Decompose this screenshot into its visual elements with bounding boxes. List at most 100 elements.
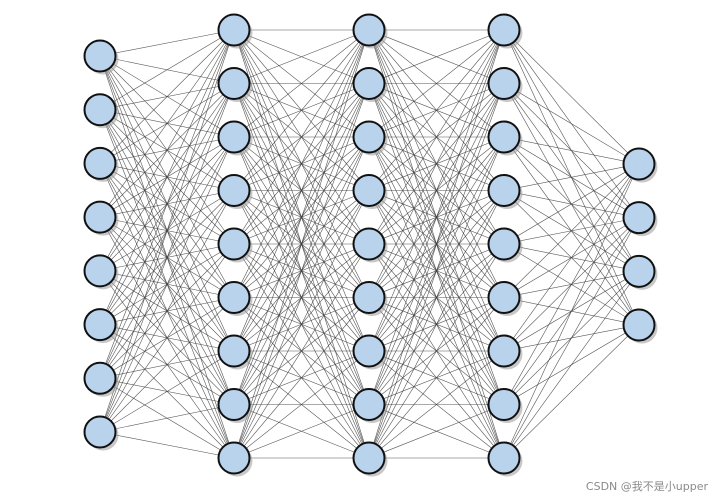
edge-l2-n5-to-l3-n1	[233, 29, 370, 245]
edge-l4-n1-to-l5-n1	[503, 29, 640, 165]
edge-l3-n9-to-l4-n8	[368, 404, 505, 459]
neuron-hidden-1-1	[217, 13, 251, 47]
neuron-input-1	[83, 39, 117, 73]
edge-l4-n9-to-l5-n2	[503, 217, 640, 459]
neuron-hidden-1-5	[217, 227, 251, 261]
edge-l3-n3-to-l4-n1	[368, 29, 505, 138]
neuron-hidden-2-5	[352, 227, 386, 261]
neuron-hidden-2-1	[352, 13, 386, 47]
neuron-hidden-3-9	[487, 441, 521, 475]
edge-l2-n9-to-l3-n7	[233, 350, 370, 459]
neuron-hidden-1-9	[217, 441, 251, 475]
neuron-hidden-3-6	[487, 281, 521, 314]
edge-l1-n8-to-l2-n4	[99, 190, 235, 433]
edge-l2-n9-to-l3-n6	[233, 297, 370, 459]
edge-l1-n8-to-l2-n6	[99, 297, 235, 433]
neuron-input-7	[83, 361, 117, 395]
neuron-hidden-2-6	[352, 281, 386, 314]
edge-l2-n9-to-l3-n4	[233, 190, 370, 459]
edge-l1-n6-to-l2-n1	[99, 29, 235, 325]
edge-l3-n7-to-l4-n1	[368, 29, 505, 352]
neuron-input-5	[83, 254, 117, 288]
edge-l3-n9-to-l4-n4	[368, 190, 505, 459]
edge-l2-n9-to-l3-n8	[233, 404, 370, 459]
neuron-hidden-1-3	[217, 120, 251, 154]
edge-l3-n4-to-l4-n1	[368, 29, 505, 191]
edge-l2-n9-to-l3-n2	[233, 83, 370, 459]
neuron-hidden-1-2	[217, 67, 251, 100]
edge-l4-n8-to-l5-n1	[503, 163, 640, 405]
edge-l2-n9-to-l3-n3	[233, 136, 370, 459]
neuron-output-3	[622, 254, 656, 288]
neuron-hidden-1-7	[217, 334, 251, 368]
edge-l4-n5-to-l5-n1	[503, 163, 640, 245]
edge-l3-n9-to-l4-n3	[368, 136, 505, 459]
edge-l2-n9-to-l3-n1	[233, 29, 370, 459]
edge-l3-n9-to-l4-n5	[368, 243, 505, 459]
edge-l3-n8-to-l4-n1	[368, 29, 505, 405]
neuron-hidden-1-6	[217, 281, 251, 314]
edge-l4-n9-to-l5-n4	[503, 324, 640, 459]
edge-l1-n8-to-l2-n9	[99, 431, 235, 459]
neuron-hidden-2-4	[352, 174, 386, 207]
neuron-hidden-3-4	[487, 174, 521, 207]
edge-l1-n8-to-l2-n2	[99, 83, 235, 433]
neuron-hidden-3-1	[487, 13, 521, 47]
neuron-input-8	[83, 415, 117, 449]
edge-l1-n1-to-l2-n1	[99, 29, 235, 57]
neuron-input-3	[83, 146, 117, 180]
edge-l4-n9-to-l5-n1	[503, 163, 640, 459]
neuron-hidden-3-7	[487, 334, 521, 368]
edge-l1-n8-to-l2-n7	[99, 350, 235, 433]
neuron-input-6	[83, 308, 117, 342]
edge-l1-n8-to-l2-n8	[99, 404, 235, 433]
edge-l4-n7-to-l5-n1	[503, 163, 640, 352]
neuron-hidden-2-7	[352, 334, 386, 368]
neuron-hidden-3-3	[487, 120, 521, 154]
edge-l1-n8-to-l2-n3	[99, 136, 235, 433]
edge-l2-n8-to-l3-n1	[233, 29, 370, 405]
edge-l2-n2-to-l3-n1	[233, 29, 370, 84]
edge-l4-n3-to-l5-n1	[503, 136, 640, 165]
edge-l4-n2-to-l5-n1	[503, 83, 640, 165]
neuron-hidden-3-8	[487, 388, 521, 421]
edge-l1-n8-to-l2-n1	[99, 29, 235, 433]
neuron-output-4	[622, 308, 656, 342]
neuron-input-4	[83, 200, 117, 234]
edge-l1-n8-to-l2-n5	[99, 243, 235, 433]
edge-l3-n9-to-l4-n6	[368, 297, 505, 459]
edge-l2-n9-to-l3-n5	[233, 243, 370, 459]
edge-l1-n4-to-l2-n1	[99, 29, 235, 218]
edge-l3-n2-to-l4-n1	[368, 29, 505, 84]
neuron-hidden-3-5	[487, 227, 521, 261]
edge-l2-n7-to-l3-n1	[233, 29, 370, 352]
edge-l2-n3-to-l3-n1	[233, 29, 370, 138]
edge-l2-n6-to-l3-n1	[233, 29, 370, 298]
watermark: CSDN @我不是小upper	[585, 480, 708, 493]
connections-group	[99, 29, 640, 459]
neuron-output-2	[622, 201, 656, 235]
edge-l3-n5-to-l4-n1	[368, 29, 505, 245]
edge-l4-n4-to-l5-n1	[503, 163, 640, 191]
neuron-input-2	[83, 93, 117, 127]
edge-l4-n9-to-l5-n3	[503, 271, 640, 459]
edge-l3-n9-to-l4-n7	[368, 350, 505, 459]
edge-l1-n2-to-l2-n1	[99, 29, 235, 110]
edge-l3-n9-to-l4-n2	[368, 83, 505, 459]
edge-l4-n6-to-l5-n1	[503, 163, 640, 298]
neuron-hidden-2-2	[352, 67, 386, 100]
neuron-hidden-2-8	[352, 388, 386, 421]
neuron-hidden-1-4	[217, 174, 251, 207]
edge-l2-n4-to-l3-n1	[233, 29, 370, 191]
edge-l1-n7-to-l2-n1	[99, 29, 235, 379]
neuron-hidden-3-2	[487, 67, 521, 100]
edge-l3-n9-to-l4-n1	[368, 29, 505, 459]
neuron-output-1	[622, 147, 656, 181]
neuron-hidden-1-8	[217, 388, 251, 421]
edge-l1-n3-to-l2-n1	[99, 29, 235, 164]
neurons-group	[83, 13, 658, 477]
neuron-hidden-2-9	[352, 441, 386, 475]
edge-l1-n5-to-l2-n1	[99, 29, 235, 272]
neuron-hidden-2-3	[352, 120, 386, 154]
